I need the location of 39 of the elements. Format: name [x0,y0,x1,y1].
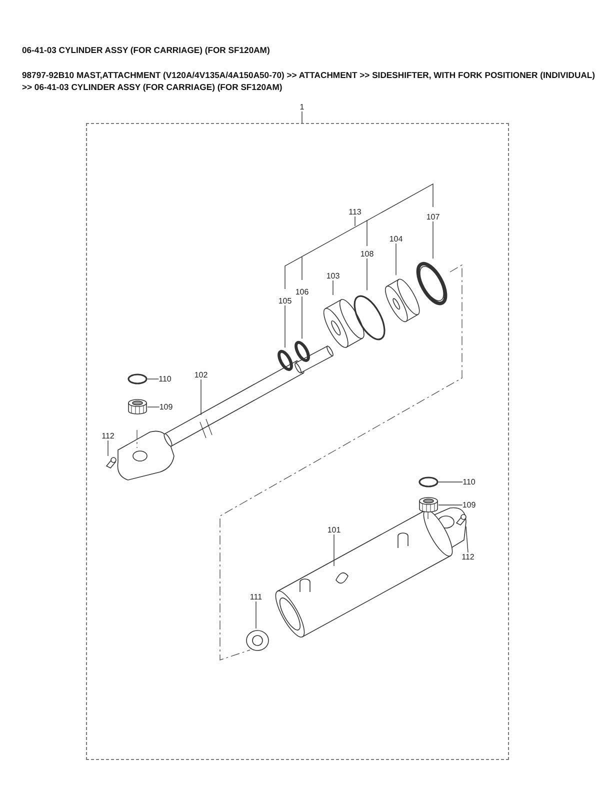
callout-number: 109 [462,500,476,510]
callout-number: 102 [194,370,208,380]
grease-fitting-drawing [454,513,467,526]
callout-number: 111 [250,592,262,602]
snap-ring [418,476,438,488]
leader-line [438,504,463,506]
callout-number: 108 [360,250,374,258]
leader-line [147,406,160,408]
page-title: 06-41-03 CYLINDER ASSY (FOR CARRIAGE) (FOR SF120AM) [22,44,270,56]
leader-line [147,378,159,380]
callout-number: 106 [295,288,309,296]
callout-number: 112 [102,432,114,440]
callout-number: 107 [426,212,440,222]
callout-number: 110 [158,374,172,384]
callout-number: 1 [300,102,304,112]
bushing-drawing [418,496,438,514]
leader-line [366,258,368,291]
dashed-frame [86,123,509,760]
leader-line [432,221,434,259]
callout-number: 113 [348,208,362,216]
breadcrumb-path: 98797-92B10 MAST,ATTACHMENT (V120A/4V135A/4A150A50-70) >> ATTACHMENT >> SIDESHIFTER, WITH FORK POSITIONER (INDIVIDUAL) >> 06-41-03 CYLINDER ASSY (FOR CARRIAGE) (FOR SF120AM) [22,69,596,93]
callout-number: 109 [159,402,173,412]
callout-number: 105 [278,296,292,306]
snap-ring [126,373,148,385]
callout-number: 103 [326,272,340,280]
leader-line [332,280,334,296]
leader-line [466,526,468,553]
hex-nut-drawing [244,628,270,652]
bushing-drawing [126,398,148,416]
washer [274,348,296,372]
callout-number: 104 [389,234,403,244]
seal-ring [292,338,312,364]
leader-line [284,305,286,348]
leader-line [200,379,202,416]
callout-number: 110 [462,478,476,486]
callout-number: 101 [327,526,341,534]
grease-fitting-drawing [104,456,117,470]
leader-line [354,216,356,226]
callout-number: 112 [462,552,474,562]
